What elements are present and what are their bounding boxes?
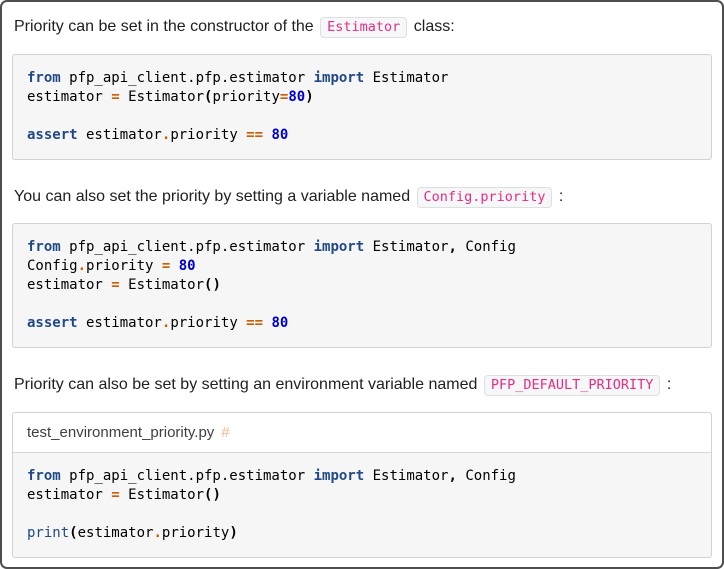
- code-token: estimator: [77, 315, 162, 332]
- code-token: .: [77, 258, 87, 275]
- code-token: pfp_api_client.pfp.estimator: [60, 239, 314, 256]
- code-block-config: from pfp_api_client.pfp.estimator import…: [12, 223, 712, 349]
- code-token: Estimator: [364, 69, 449, 86]
- code-token: ,: [448, 239, 457, 256]
- text-segment: Priority can also be set by setting an e…: [14, 376, 482, 394]
- code-token: 80: [288, 88, 306, 105]
- code-token: print: [27, 524, 70, 541]
- code-listing: from pfp_api_client.pfp.estimator import…: [13, 224, 711, 347]
- code-token: =: [111, 277, 120, 294]
- code-token: estimator: [27, 88, 112, 105]
- code-token: estimator: [27, 277, 112, 294]
- code-token: priority: [212, 88, 280, 105]
- inline-code: Config.priority: [416, 186, 553, 208]
- code-token: assert: [27, 126, 78, 143]
- code-token: from: [27, 467, 61, 484]
- code-filename-bar: test_environment_priority.py #: [13, 412, 711, 453]
- code-token: [170, 258, 178, 274]
- code-token: ): [305, 88, 314, 105]
- code-token: Estimator: [119, 88, 205, 105]
- code-token: =: [111, 88, 120, 105]
- paragraph-config-variable: You can also set the priority by setting…: [14, 186, 710, 208]
- inline-code: PFP_DEFAULT_PRIORITY: [483, 375, 661, 397]
- code-token: from: [27, 69, 61, 86]
- paragraph-constructor: Priority can be set in the constructor o…: [14, 16, 710, 38]
- paragraph-env-variable: Priority can also be set by setting an e…: [14, 374, 710, 397]
- code-token: =: [279, 88, 289, 105]
- code-token: pfp_api_client.pfp.estimator: [60, 69, 314, 86]
- text-segment: Priority can be set in the constructor o…: [14, 18, 319, 35]
- text-segment: You can also set the priority by setting…: [14, 187, 415, 205]
- code-filename: test_environment_priority.py: [27, 423, 215, 441]
- code-token: Config: [456, 239, 516, 256]
- code-token: 80: [271, 126, 289, 143]
- code-token: priority: [86, 258, 162, 275]
- code-token: (: [69, 524, 78, 541]
- code-token: =: [111, 486, 120, 503]
- code-token: from: [27, 239, 61, 256]
- code-token: estimator: [27, 486, 112, 503]
- code-block-env-file: test_environment_priority.py # from pfp_a…: [12, 411, 712, 558]
- text-segment: class:: [409, 18, 455, 35]
- code-token: (): [204, 277, 221, 294]
- code-listing: from pfp_api_client.pfp.estimator import…: [13, 453, 711, 557]
- code-token: Estimator: [364, 239, 449, 256]
- code-token: import: [313, 69, 365, 86]
- code-token: assert: [27, 315, 78, 332]
- code-token: estimator: [77, 524, 154, 541]
- code-token: Config: [27, 258, 78, 275]
- permalink-anchor-icon[interactable]: #: [221, 423, 230, 441]
- code-token: .: [153, 524, 162, 541]
- code-token: (: [204, 88, 213, 105]
- code-listing: from pfp_api_client.pfp.estimator import…: [13, 55, 711, 159]
- text-segment: :: [662, 376, 672, 394]
- code-token: ==: [246, 315, 264, 332]
- code-token: =: [161, 258, 171, 275]
- code-token: import: [313, 239, 365, 256]
- code-block-constructor: from pfp_api_client.pfp.estimator import…: [12, 53, 712, 160]
- code-token: Estimator: [119, 486, 205, 503]
- code-token: (): [204, 486, 221, 503]
- inline-code: Estimator: [320, 17, 408, 38]
- code-token: .: [161, 126, 171, 143]
- code-token: Config: [456, 467, 516, 484]
- text-segment: :: [554, 187, 564, 205]
- code-token: .: [161, 315, 171, 332]
- code-token: import: [313, 467, 365, 484]
- code-token: ,: [448, 467, 457, 484]
- code-token: 80: [178, 258, 196, 275]
- code-token: estimator: [77, 126, 162, 143]
- code-token: ==: [246, 126, 264, 143]
- code-token: Estimator: [364, 467, 449, 484]
- code-token: priority: [170, 126, 247, 143]
- code-token: pfp_api_client.pfp.estimator: [60, 467, 314, 484]
- code-token: priority: [161, 524, 230, 541]
- code-token: Estimator: [119, 277, 205, 294]
- code-token: ): [229, 524, 238, 541]
- code-token: 80: [271, 315, 289, 332]
- code-token: priority: [170, 315, 247, 332]
